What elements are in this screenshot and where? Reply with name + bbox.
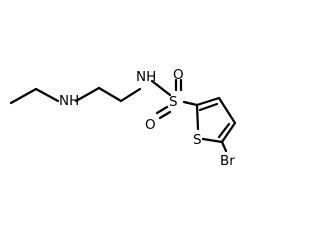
bond-c3-c4 xyxy=(217,96,237,125)
bond-ch3-ch2 xyxy=(9,87,38,105)
bond-ch2-nh-sulfonamide xyxy=(119,87,142,103)
bond-ch2-nh xyxy=(34,87,60,103)
atom-o-top: O xyxy=(173,67,184,83)
bond-c5-s-ring xyxy=(201,137,224,144)
bond-s-o-bottom-b xyxy=(158,110,172,120)
bond-s-ring-c2 xyxy=(195,103,200,131)
bond-c4-c5 xyxy=(220,121,237,144)
atom-s-thiophene: S xyxy=(193,132,202,148)
bond-c2-c3 xyxy=(195,96,221,107)
bond-ch2-ch2 xyxy=(97,86,123,103)
bond-c4-c5-inner xyxy=(217,122,231,139)
atom-br: Br xyxy=(220,153,235,169)
atom-nh-sulfonamide: NH xyxy=(136,69,156,85)
atom-nh-amine: NH xyxy=(59,93,79,109)
atom-s-sulfonyl: S xyxy=(169,94,178,110)
bond-s-o-bottom-a xyxy=(155,105,169,115)
bond-c5-br xyxy=(220,140,228,153)
bond-s-c2 xyxy=(182,100,199,107)
bond-c2-c3-inner xyxy=(198,102,219,112)
bond-nh-ch2 xyxy=(74,86,101,103)
molecule-structure: NH NH S O O S Br xyxy=(9,67,237,169)
bond-n-s xyxy=(150,79,172,97)
atom-o-bottom: O xyxy=(145,117,156,133)
